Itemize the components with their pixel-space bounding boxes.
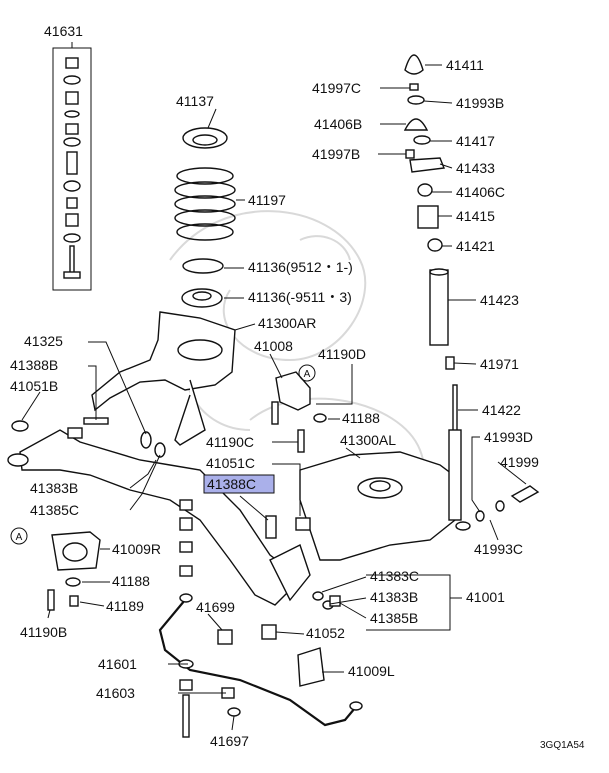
label-41415: 41415 [456,208,495,224]
label-41603: 41603 [96,685,135,701]
highlight-box [203,474,275,494]
label-41190c: 41190C [206,434,254,450]
label-41300al: 41300AL [340,432,396,448]
label-41136-new: 41136(9512・1-) [248,259,353,275]
label-41188-center: 41188 [342,410,380,426]
label-41009r: 41009R [112,541,161,557]
stabilizer-bar [158,593,363,727]
label-41189: 41189 [106,598,144,614]
label-41999: 41999 [500,454,539,470]
rear-arm-hardware [11,417,166,458]
drawing-reference: 3GQ1A54 [540,740,585,751]
shock-top-parts [403,54,445,252]
mount-41009l [297,647,325,687]
label-41971: 41971 [480,356,519,372]
coil-spring [174,167,236,241]
label-41993c: 41993C [474,541,523,557]
label-41631: 41631 [44,23,83,39]
label-41008: 41008 [254,338,293,354]
trailing-arm-right [91,311,236,446]
label-41697: 41697 [210,733,249,749]
bushing-kit-41631 [52,42,92,291]
label-41197: 41197 [248,192,286,208]
label-41601: 41601 [98,656,137,672]
label-41383c: 41383C [370,568,419,584]
label-41699: 41699 [196,599,235,615]
label-41190d: 41190D [318,346,366,362]
reference-marker-a: A A [10,364,316,545]
label-41406b: 41406B [314,116,362,132]
label-41300ar: 41300AR [258,315,316,331]
label-41051c: 41051C [206,455,255,471]
mount-41009r [47,531,101,611]
stabilizer-brackets [217,629,241,717]
label-41388c: 41388C [207,476,256,492]
label-41993d: 41993D [484,429,533,445]
bump-stop-41971 [445,356,455,370]
label-41421: 41421 [456,238,495,254]
label-41411: 41411 [446,57,484,73]
upper-spring-seat [182,127,228,149]
label-41136-old: 41136(-9511・3) [248,289,352,305]
label-41137: 41137 [176,93,214,109]
arm-bushing-hardware [312,591,341,610]
label-41383b-right: 41383B [370,589,418,605]
shock-lower-bolt [475,485,540,522]
label-41009l: 41009L [348,663,395,679]
label-41433: 41433 [456,160,495,176]
label-41385c: 41385C [30,502,79,518]
label-41997b: 41997B [312,146,360,162]
label-41325: 41325 [24,333,63,349]
stabilizer-link [178,499,194,738]
crossmember [7,429,311,606]
svg-text:A: A [304,369,311,380]
label-41422: 41422 [482,402,521,418]
label-41385b: 41385B [370,610,418,626]
part-labels: 41631 41137 41197 41136(9512・1-) 41136(-… [10,23,585,751]
label-41997c: 41997C [312,80,361,96]
label-41423: 41423 [480,292,519,308]
label-41406c: 41406C [456,184,505,200]
dust-boot [429,268,449,346]
spring-pad-upper [182,258,224,274]
leader-lines [21,64,527,731]
label-41190b: 41190B [20,624,67,640]
label-41052: 41052 [306,625,345,641]
trailing-arm-left [299,451,461,561]
label-41051b: 41051B [10,378,58,394]
shock-absorber [448,384,471,531]
label-41388b: 41388B [10,357,58,373]
label-41993b: 41993B [456,95,504,111]
bracket-41008 [265,371,327,539]
spring-pad-lower [181,288,223,308]
label-41383b-left: 41383B [30,480,78,496]
label-41001: 41001 [466,589,505,605]
label-41188-left: 41188 [112,573,150,589]
label-41417: 41417 [456,133,495,149]
bushing-41052 [261,624,277,640]
svg-text:A: A [16,532,23,543]
